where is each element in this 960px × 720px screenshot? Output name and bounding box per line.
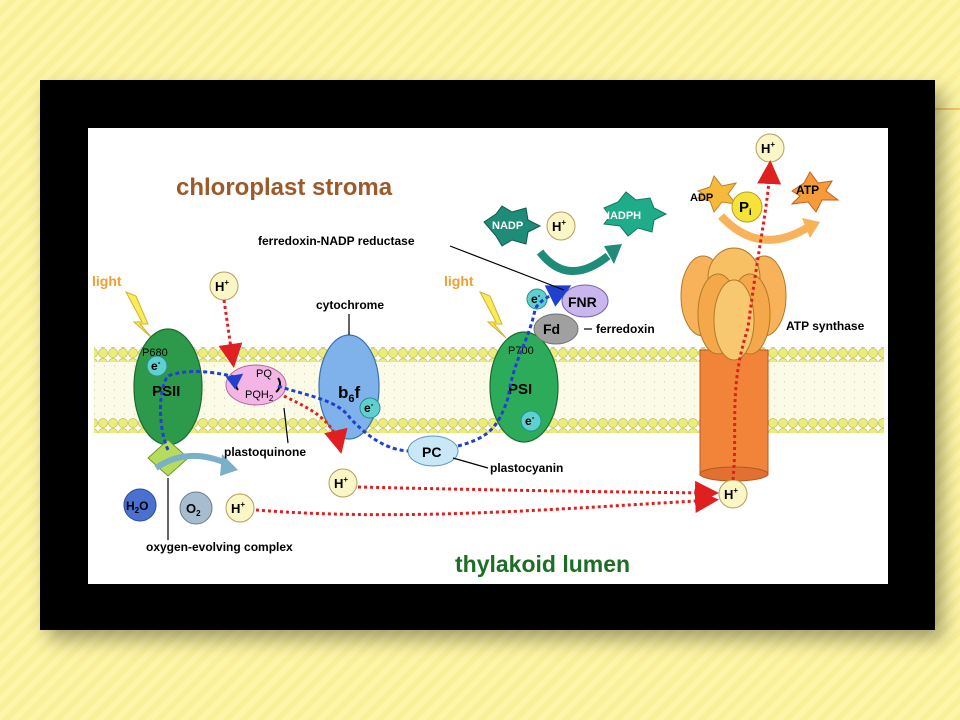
h-plus-nadp-label: H+	[552, 218, 566, 234]
label-fnr-long: ferredoxin-NADP reductase	[258, 234, 415, 248]
light-label-left: light	[92, 273, 122, 289]
water-molecule: H2O	[123, 488, 157, 522]
label-atp-synthase: ATP synthase	[786, 319, 865, 333]
h-plus-nadp	[546, 211, 576, 241]
psii-label: PSII	[152, 383, 180, 400]
nadp-label: NADP	[492, 220, 523, 232]
photosynthesis-diagram: chloroplast stroma thylakoid lumen light…	[92, 133, 884, 577]
h-plus-lumen-2: H+	[225, 493, 255, 523]
label-plastocyanin: plastocyanin	[490, 461, 563, 475]
slide-accent-line	[935, 108, 960, 110]
pi-circle	[731, 191, 763, 223]
oxygen-molecule: O2	[179, 491, 213, 525]
photosystem-i	[489, 331, 559, 443]
svg-text:H+: H+	[215, 278, 229, 294]
svg-text:e-: e-	[525, 413, 535, 428]
label-ferredoxin: ferredoxin	[596, 322, 655, 336]
svg-text:H+: H+	[334, 475, 348, 491]
h-plus-lumen-atp: H+	[718, 479, 748, 509]
h-plus-stroma-atp: H+	[755, 133, 785, 163]
adp-label: ADP	[690, 192, 713, 204]
stroma-title: chloroplast stroma	[176, 174, 393, 201]
h-plus-stroma-1: H+	[209, 271, 239, 301]
pq-label: PQ	[256, 368, 272, 380]
svg-text:e-: e-	[364, 400, 374, 415]
proton-path-4	[255, 489, 719, 517]
pi-label: Pi	[739, 199, 752, 217]
light-label-right: light	[444, 273, 474, 289]
light-bolt-left	[124, 291, 153, 339]
atp-label: ATP	[796, 183, 819, 197]
nadp-star	[483, 205, 542, 247]
atp-star	[790, 171, 840, 213]
p680-label: P680	[142, 347, 168, 359]
label-plastoquinone: plastoquinone	[224, 445, 306, 459]
callout-lines	[167, 245, 592, 540]
fnr-label: FNR	[568, 294, 597, 310]
label-cytochrome: cytochrome	[316, 298, 384, 312]
b6f-label: b6f	[338, 383, 361, 405]
svg-text:H+: H+	[724, 486, 738, 502]
pc-label: PC	[422, 444, 441, 460]
proton-path-3	[357, 480, 719, 505]
proton-path-2	[283, 394, 348, 454]
pqh2-label: PQH2	[245, 389, 274, 403]
proton-path-5	[731, 160, 782, 481]
svg-text:e-: e-	[531, 291, 541, 306]
light-bolt-right	[478, 291, 507, 339]
nadph-label: NADPH	[602, 210, 641, 222]
svg-text:H2O: H2O	[126, 499, 148, 515]
svg-text:H+: H+	[761, 140, 775, 156]
cytochrome-b6f	[318, 334, 380, 440]
diagram-panel: chloroplast stroma thylakoid lumen light…	[88, 128, 888, 584]
h-plus-lumen-1: H+	[328, 468, 358, 498]
proton-path-1	[218, 299, 243, 368]
electron-flow-path	[159, 288, 567, 453]
svg-text:O2: O2	[186, 501, 201, 518]
lumen-title: thylakoid lumen	[455, 551, 630, 577]
svg-text:H+: H+	[231, 500, 245, 516]
electron-psi: e-	[520, 410, 542, 432]
psi-label: PSI	[508, 381, 532, 398]
svg-text:e-: e-	[151, 358, 161, 373]
nadph-star	[603, 191, 668, 237]
electron-cyt: e-	[359, 397, 381, 419]
fd-label: Fd	[543, 321, 560, 337]
label-oec: oxygen-evolving complex	[146, 540, 293, 554]
electron-psii: e-	[146, 355, 168, 377]
ferredoxin	[533, 313, 579, 345]
